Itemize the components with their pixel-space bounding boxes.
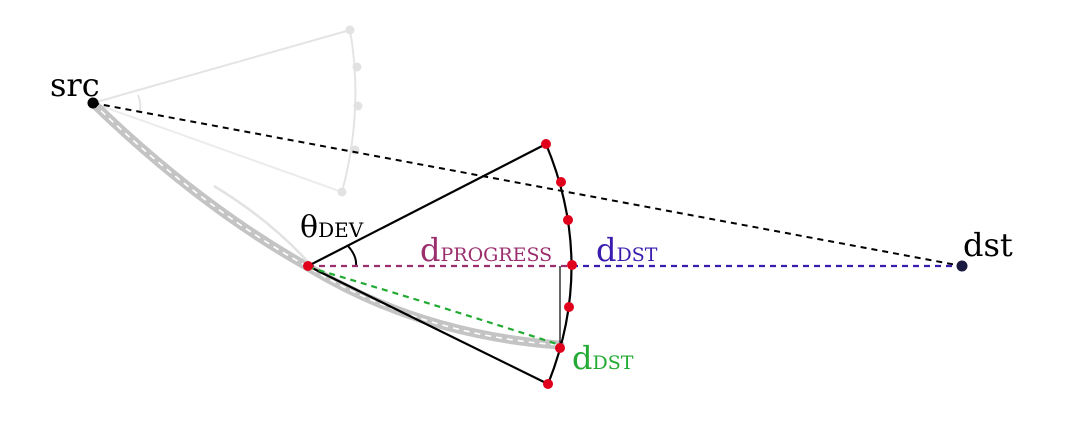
path-centerline [92,102,561,346]
ghost-fan [92,25,363,197]
ghost-ray-upper [92,29,351,104]
candidate-node [564,302,574,312]
candidate-node [555,343,565,353]
ghost-arc [341,29,357,193]
dst-node [956,260,968,272]
candidate-node [556,177,566,187]
d-dst-green-symbol: d [572,339,592,377]
ghost-node [337,187,347,197]
candidate-node [567,260,577,270]
d-dst-green-subscript: DST [592,352,633,374]
src-label: src [50,66,100,104]
d-dst-green-label: dDST [572,339,634,377]
candidate-node [541,139,551,149]
theta-angle-arc [347,245,358,267]
theta-dev-label: θDEV [300,210,364,245]
theta-symbol: θ [300,210,318,245]
d-dst-blue-subscript: DST [616,244,657,266]
d-dst-green-line [307,265,561,347]
ghost-node [353,101,363,111]
path-ghost-branch [213,184,309,263]
candidate-node [543,379,553,389]
theta-subscript: DEV [318,218,364,242]
d-progress-label: dPROGRESS [420,231,552,269]
current-node [303,261,313,271]
ghost-node [345,25,355,35]
dst-label: dst [963,226,1013,264]
ghost-node [352,62,362,72]
candidate-nodes [303,139,577,389]
d-progress-symbol: d [420,231,440,269]
d-progress-subscript: PROGRESS [440,244,552,266]
fan-ray-upper [307,143,547,267]
ghost-ray-lower [92,102,343,193]
src-node [87,97,99,109]
candidate-node [563,215,573,225]
d-dst-blue-label: dDST [596,231,658,269]
src-dst-line [92,102,963,267]
d-dst-blue-symbol: d [596,231,616,269]
fan-ray-lower [307,265,549,385]
ghost-angle-arc [137,94,142,114]
